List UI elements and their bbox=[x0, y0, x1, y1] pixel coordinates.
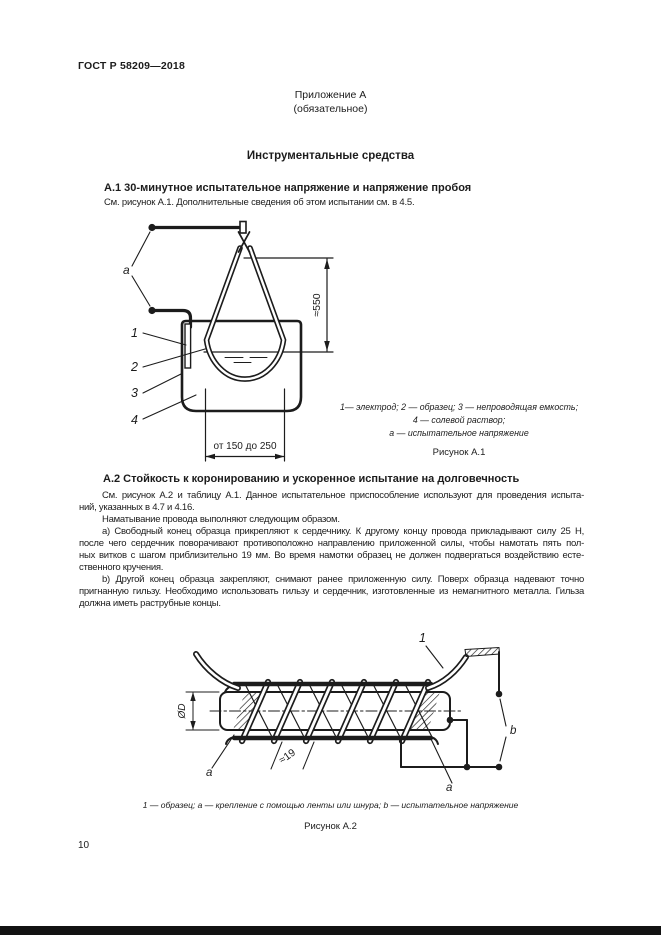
fig2-dim-diameter: ØD bbox=[177, 704, 188, 720]
section-a1-heading: А.1 30-минутное испытательное напряжение… bbox=[104, 182, 472, 194]
hanger-plate bbox=[239, 220, 247, 234]
fig1-legend-line2: 4 — солевой раствор; bbox=[412, 415, 506, 426]
terminal-dot-top bbox=[148, 223, 156, 232]
body-line: ственного кручения. bbox=[79, 562, 164, 573]
appendix-heading: Приложение А (обязательное) bbox=[0, 88, 661, 116]
scan-edge-bar bbox=[0, 926, 661, 935]
body-line: ных витков с шагом приблизительно 19 мм.… bbox=[79, 550, 584, 561]
leader-lines bbox=[131, 231, 206, 420]
fig2-label-a-right: а bbox=[446, 782, 452, 794]
wire-end-left bbox=[193, 651, 241, 691]
figure-a1-diagram: а 1 2 3 4 ≈550 от 150 до 250 bbox=[123, 220, 334, 462]
body-line: Наматывание провода выполняют следующим … bbox=[102, 514, 340, 525]
fig1-dim-width: от 150 до 250 bbox=[213, 441, 276, 452]
appendix-subtitle: (обязательное) bbox=[293, 103, 368, 115]
fig1-legend-line1: 1— электрод; 2 — образец; 3 — непроводящ… bbox=[339, 402, 579, 412]
container-outline bbox=[180, 319, 303, 413]
body-line: пригнанную гильзу. Необходимо использова… bbox=[79, 586, 584, 597]
hook-twist bbox=[237, 231, 251, 253]
section-a2-heading: А.2 Стойкость к коронированию и ускоренн… bbox=[103, 473, 520, 485]
page-number: 10 bbox=[78, 840, 90, 851]
helix-near-side bbox=[238, 678, 432, 745]
fig2-label-b: b bbox=[510, 725, 517, 737]
body-line: должна иметь раструбные концы. bbox=[79, 598, 221, 609]
electrode-rod bbox=[184, 323, 192, 369]
fig2-label-a-left: а bbox=[206, 767, 212, 779]
stripped-wire-tip bbox=[464, 646, 501, 658]
figure-a2-diagram: 1 b а а ØD ≈19 bbox=[177, 631, 517, 794]
fig2-leader-lines bbox=[211, 645, 507, 784]
fig1-dim-height: ≈550 bbox=[311, 293, 323, 316]
fig2-label-1: 1 bbox=[419, 631, 426, 645]
body-line: См. рисунок А.2 и таблицу А.1. Данное ис… bbox=[102, 490, 584, 501]
tape-fastening-left bbox=[233, 691, 263, 731]
wire-end-right bbox=[425, 654, 469, 691]
terminal-dot-bottom bbox=[148, 306, 156, 315]
fig1-label-4: 4 bbox=[131, 413, 138, 427]
fig1-label-a: а bbox=[123, 263, 130, 277]
section-a2-body: См. рисунок А.2 и таблицу А.1. Данное ис… bbox=[79, 490, 584, 610]
figure-a2-caption: Рисунок А.2 bbox=[304, 821, 357, 832]
section-a1-intro: См. рисунок А.1. Дополнительные сведения… bbox=[104, 197, 415, 208]
figure-a2-legend: 1 — образец; а — крепление с помощью лен… bbox=[142, 800, 519, 810]
fig1-label-3: 3 bbox=[131, 386, 138, 400]
figure-a1-caption: Рисунок А.1 bbox=[432, 447, 486, 458]
electrode-supply-wire bbox=[150, 308, 193, 329]
fig1-legend-line3: а — испытательное напряжение bbox=[389, 428, 529, 439]
fig1-label-1: 1 bbox=[131, 326, 138, 340]
fig1-label-2: 2 bbox=[130, 360, 138, 374]
body-line: после чего сердечник поворачивают против… bbox=[79, 538, 584, 549]
figure-a1-legend: 1— электрод; 2 — образец; 3 — непроводящ… bbox=[330, 401, 588, 441]
specimen-loop-wire bbox=[203, 245, 287, 382]
page-title: Инструментальные средства bbox=[246, 150, 415, 162]
body-line: а) Свободный конец образца прикрепляют к… bbox=[102, 526, 584, 537]
appendix-title: Приложение А bbox=[294, 89, 367, 101]
body-line: ний, указанных в 4.7 и 4.16. bbox=[79, 502, 195, 513]
tape-fastening-right bbox=[410, 691, 440, 731]
doc-code: ГОСТ Р 58209—2018 bbox=[78, 60, 186, 72]
body-line: b) Другой конец образца закрепляют, сним… bbox=[102, 574, 584, 585]
fig2-dim-pitch: ≈19 bbox=[277, 747, 298, 767]
